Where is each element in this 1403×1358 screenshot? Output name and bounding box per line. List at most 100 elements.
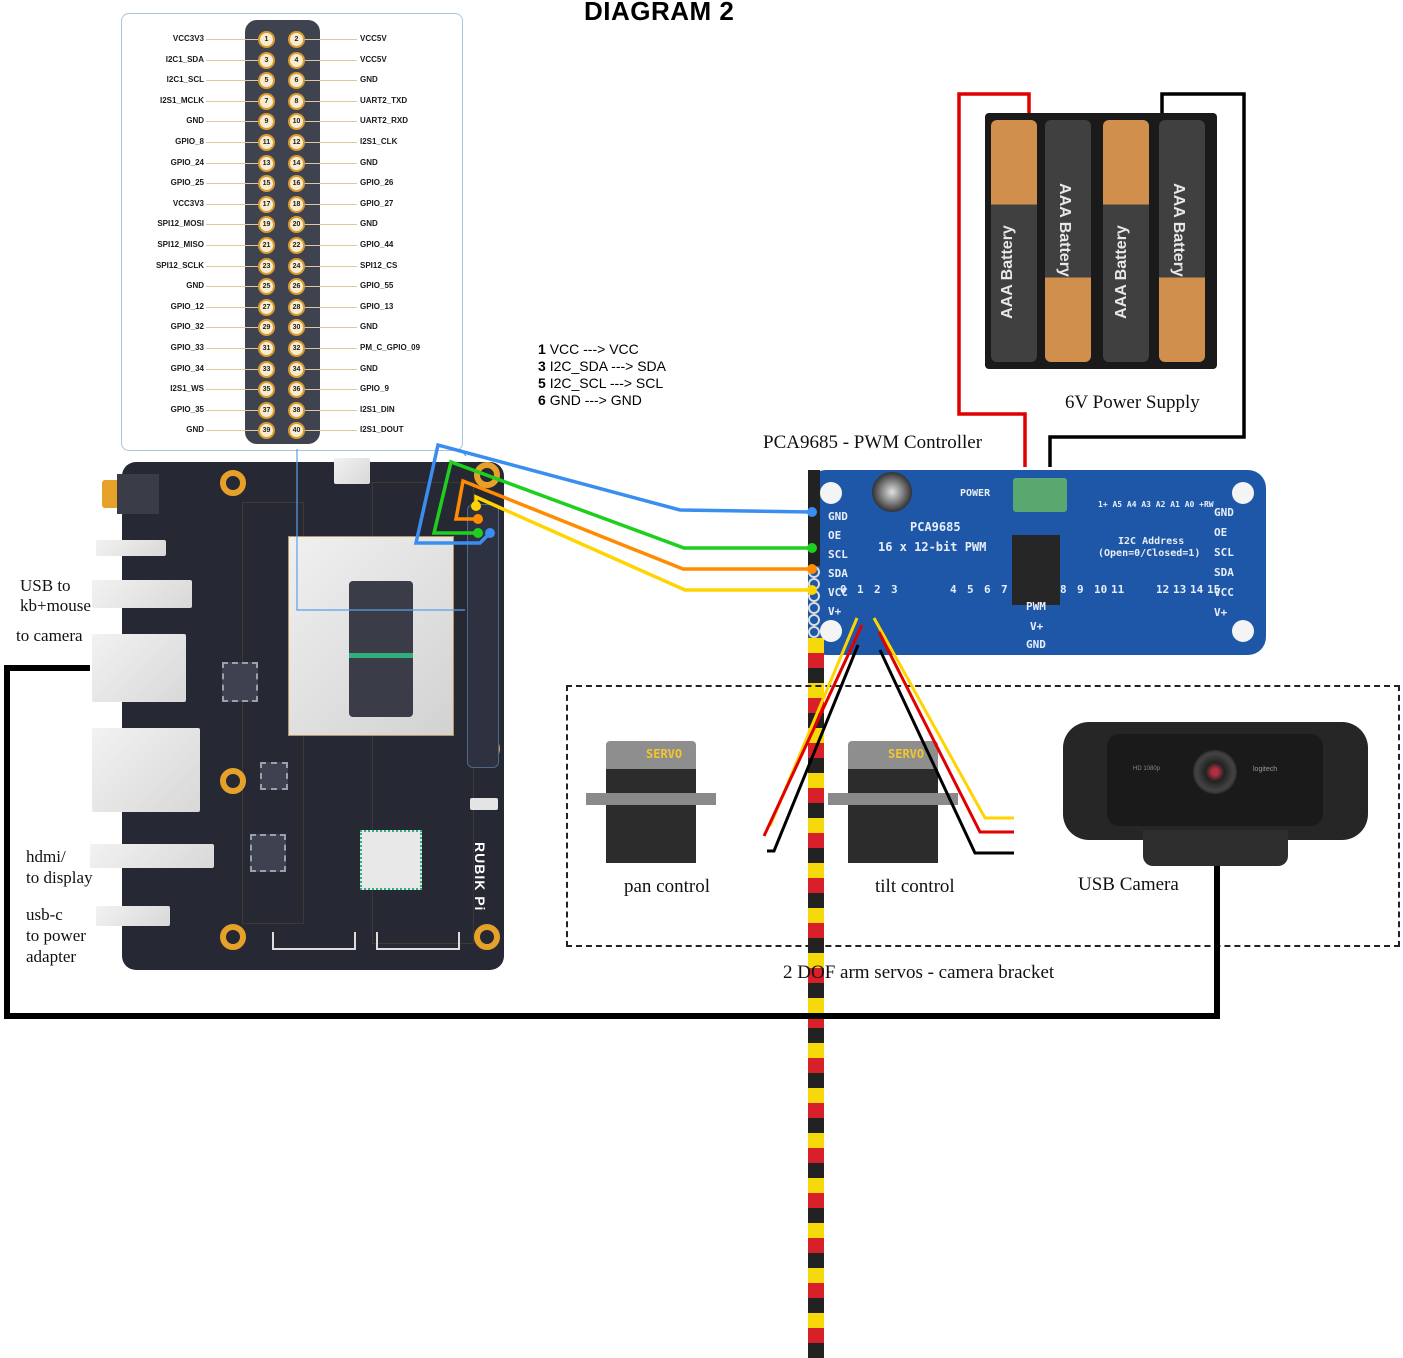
wire-servo-pan-ground: [767, 644, 860, 853]
right-pin-label: V+: [1214, 606, 1228, 619]
mount-hole: [220, 924, 246, 950]
vplus-pin: [808, 1058, 824, 1073]
header-pad: [808, 626, 820, 638]
header-pin: [808, 518, 820, 534]
vplus-pin: [808, 923, 824, 938]
pwm-pin: [808, 773, 824, 788]
gpio-header-strip: [245, 20, 320, 444]
pwm-pin: [808, 908, 824, 923]
pin-leader: [206, 59, 258, 61]
pin-label: GND: [186, 281, 204, 291]
pin-label: SPI12_MOSI: [157, 219, 204, 229]
camera-caption: USB Camera: [1078, 874, 1179, 895]
connection-row: 1 VCC ---> VCC: [538, 341, 639, 357]
pin-leader: [206, 39, 258, 40]
gnd-pin: [808, 668, 824, 683]
servo-top: [606, 741, 696, 773]
channel-number: 15: [1207, 583, 1221, 596]
pin-label: GPIO_12: [170, 301, 204, 311]
channel-number: 5: [967, 583, 974, 596]
wiring-layer: [4, 92, 1246, 1019]
left-pin-label: SDA: [828, 567, 848, 580]
mount-hole: [820, 620, 842, 642]
wire-end-dot: [807, 543, 817, 553]
pin-number: 29: [258, 319, 275, 337]
pin-leader: [206, 80, 258, 82]
pin-number: 23: [258, 257, 275, 275]
pin-leader: [206, 348, 258, 349]
pin-label: UART2_TXD: [360, 95, 408, 105]
row-label-pwm: PWM: [1026, 600, 1046, 613]
pin-label: SPI12_CS: [360, 260, 398, 270]
usb-camera-cable: [4, 665, 1220, 1019]
pin-leader: [206, 100, 258, 102]
power-terminal: [1013, 478, 1067, 512]
pin-leader: [305, 39, 357, 40]
pin-leader: [206, 389, 258, 391]
battery-cell: [1159, 120, 1205, 362]
servo-tilt: SERVO: [828, 741, 958, 863]
pwm-pin: [808, 1133, 824, 1148]
mount-hole: [220, 470, 246, 496]
audio-jack-body: [117, 474, 159, 514]
pin-number: 4: [288, 51, 305, 69]
pwm-pin: [808, 818, 824, 833]
pin-label: I2S1_CLK: [360, 137, 398, 146]
pin-number: 11: [258, 134, 275, 151]
servo-label: SERVO: [646, 747, 683, 761]
vplus-pin: [808, 1193, 824, 1208]
pin-number: 30: [288, 319, 305, 337]
right-pin-label: OE: [1214, 526, 1228, 539]
pwm-pin: [808, 1268, 824, 1283]
fpc-connector: [272, 932, 356, 950]
mount-hole: [1232, 482, 1254, 504]
pin-number: 13: [258, 154, 275, 172]
left-pin-label: GND: [828, 510, 848, 523]
soc-chip: [349, 581, 413, 717]
pin-label: VCC5V: [360, 34, 387, 43]
pin-number: 1: [258, 31, 275, 48]
pin-number: 14: [288, 154, 305, 172]
pwm-pin: [808, 1313, 824, 1328]
gnd-pin: [808, 803, 824, 818]
pin-leader: [305, 203, 357, 205]
pin-number: 9: [258, 113, 275, 131]
left-pin-label: SCL: [828, 548, 848, 561]
ic-chip: [250, 834, 286, 872]
pin-leader: [305, 368, 357, 370]
vplus-pin: [808, 1148, 824, 1163]
pin-leader: [206, 409, 258, 411]
channel-number: 3: [891, 583, 898, 596]
row-label-vplus: V+: [1030, 620, 1044, 633]
battery-pack: AAA Battery AAA Battery AAA Battery AAA …: [985, 113, 1217, 369]
servo-top: [848, 741, 938, 773]
pwm-pin: [808, 638, 824, 653]
wire-battery-positive: [957, 92, 1031, 467]
wire-end-dot: [473, 514, 483, 524]
pin-label: GPIO_9: [360, 384, 389, 394]
pwm-pin: [808, 953, 824, 968]
mount-hole: [1232, 620, 1254, 642]
pwm-pin: [808, 863, 824, 878]
servo-body: [606, 769, 696, 863]
pin-label: I2S1_WS: [170, 384, 204, 394]
pin-number: 2: [288, 31, 305, 48]
gnd-pin: [808, 1208, 824, 1223]
gnd-pin: [808, 1253, 824, 1268]
channel-number: 4: [950, 583, 957, 596]
label-usb-kb-mouse: USB to kb+mouse: [20, 576, 91, 615]
pin-label: I2S1_MCLK: [159, 95, 204, 105]
rubik-pi-board: RUBIK Pi: [90, 458, 504, 970]
servo-label: SERVO: [888, 747, 925, 761]
wire-scl: [431, 459, 812, 550]
vplus-pin: [808, 1283, 824, 1298]
gnd-pin: [808, 1163, 824, 1178]
pin-leader: [305, 59, 357, 61]
channel-number: 0: [840, 583, 847, 596]
pin-number: 26: [288, 278, 305, 296]
hdmi-port: [90, 844, 214, 868]
pin-label: GPIO_44: [360, 240, 394, 249]
pca-chip-name: PCA9685: [910, 520, 961, 534]
pin-label: GND: [360, 219, 378, 229]
camera-bracket-group: [566, 685, 1400, 947]
